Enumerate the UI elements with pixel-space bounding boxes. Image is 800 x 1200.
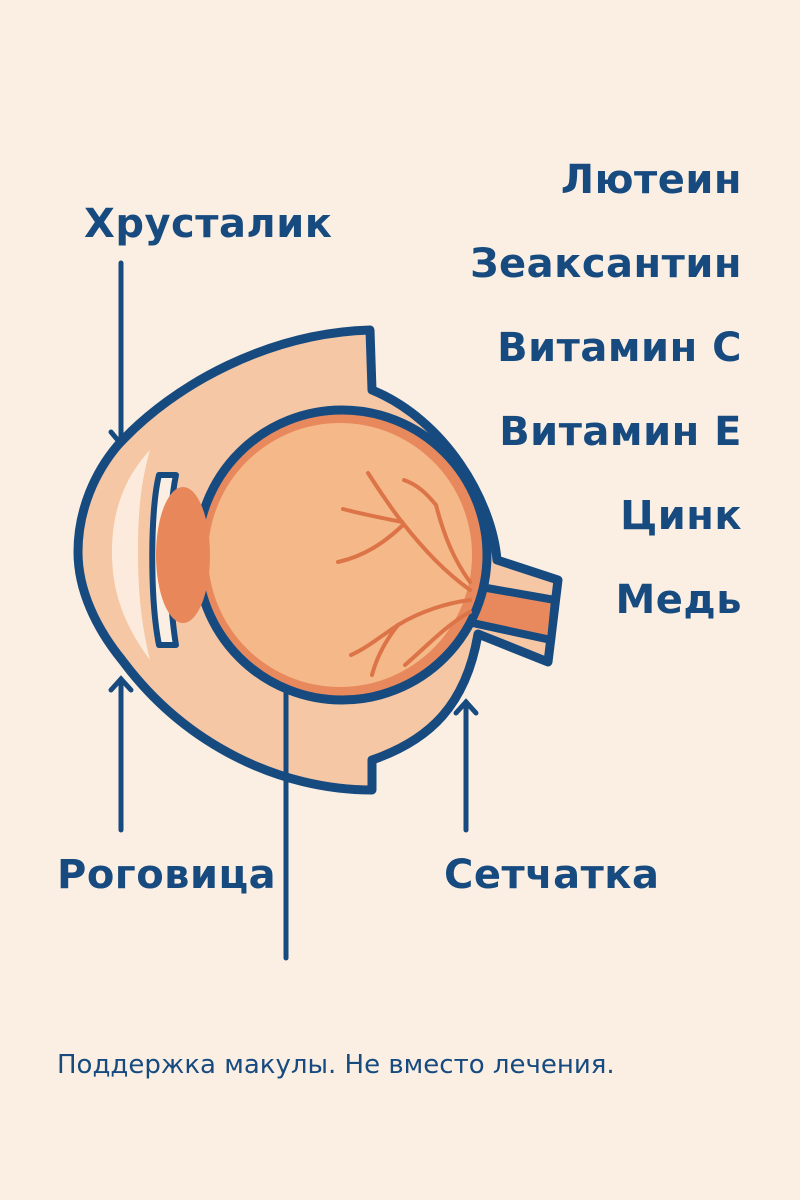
retinal-vessels	[336, 471, 472, 677]
nutrient-lutein: Лютеин	[560, 157, 742, 203]
nutrient-vitamin-c: Витамин C	[497, 325, 742, 371]
nutrient-zeaxanthin: Зеаксантин	[470, 241, 742, 287]
cornea-shape	[112, 450, 150, 660]
pointer-lines	[108, 260, 479, 961]
lens-shape	[156, 487, 210, 623]
nutrient-copper: Медь	[615, 577, 742, 623]
disclaimer-text: Поддержка макулы. Не вместо лечения.	[57, 1050, 615, 1080]
retina-label: Сетчатка	[444, 852, 660, 898]
nutrient-zinc: Цинк	[620, 493, 742, 539]
lens-label: Хрусталик	[84, 201, 333, 247]
nutrient-list: Лютеин Зеаксантин Витамин C Витамин E Ци…	[470, 160, 742, 664]
nutrient-vitamin-e: Витамин E	[499, 409, 742, 455]
cornea-label: Роговица	[57, 852, 277, 898]
